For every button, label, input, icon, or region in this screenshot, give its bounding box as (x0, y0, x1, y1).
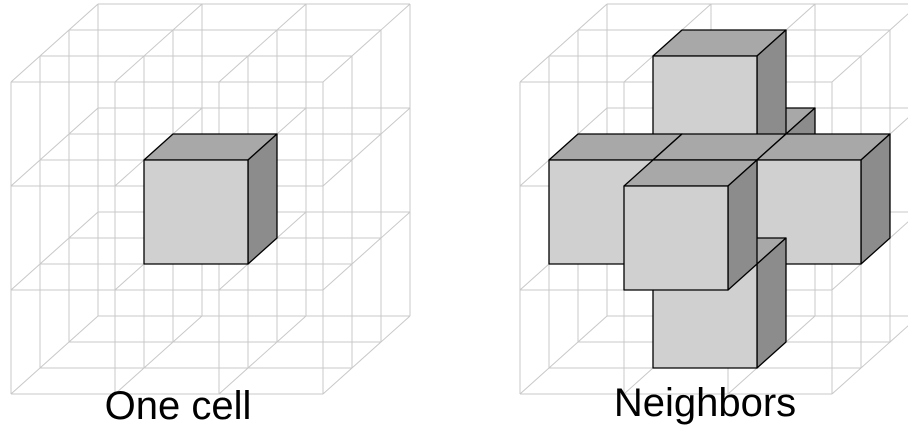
grid-line (10, 107, 99, 187)
neighbors-panel (519, 3, 908, 395)
grid-line (218, 315, 307, 395)
grid-line (322, 3, 411, 83)
grid-line (322, 107, 411, 187)
grid-line (519, 315, 608, 395)
grid-line (10, 315, 99, 395)
one-cell-caption: One cell (104, 384, 252, 428)
cube (143, 133, 278, 265)
grid-line (114, 315, 203, 395)
cube (623, 159, 758, 291)
cube-front-face (623, 185, 729, 291)
grid-line (831, 13, 908, 83)
one-cell-panel (10, 3, 411, 395)
grid-line (114, 3, 203, 83)
cube-front-face (143, 159, 249, 265)
grid-line (10, 3, 99, 83)
grid-line (322, 315, 411, 395)
grid-line (10, 211, 99, 291)
neighbors-caption: Neighbors (613, 381, 797, 425)
grid-line (322, 211, 411, 291)
grid-line (519, 3, 608, 83)
grid-line (831, 325, 908, 395)
grid-line (218, 3, 307, 83)
